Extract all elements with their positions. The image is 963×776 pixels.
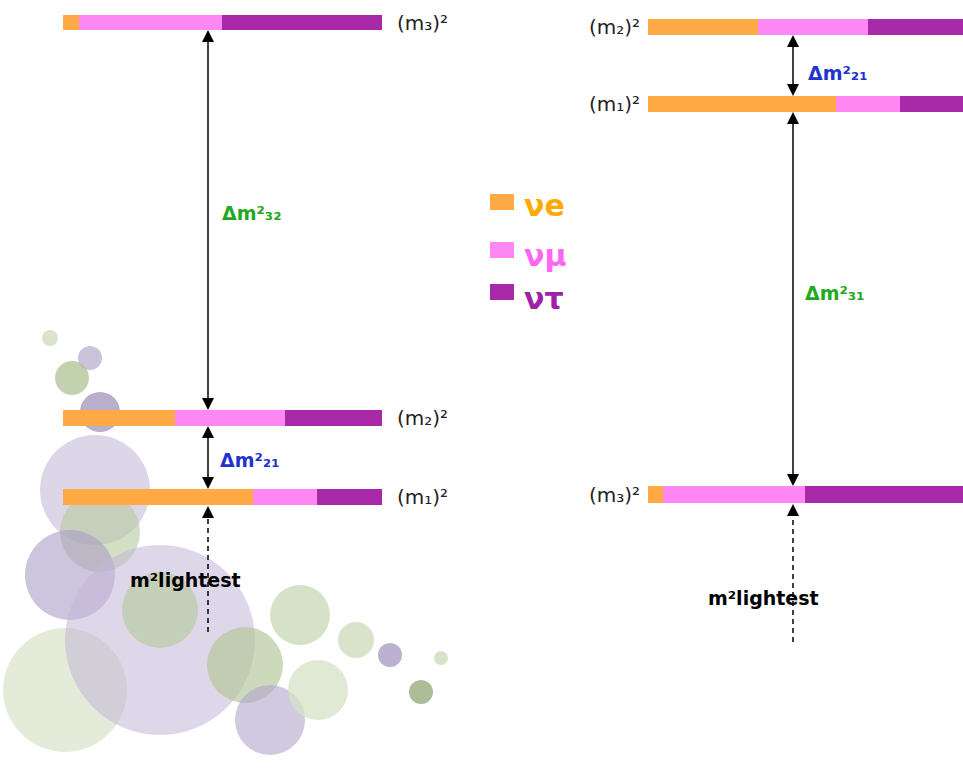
- mass-level-bar: (m₃)²: [648, 486, 963, 503]
- arrow-line: [207, 40, 209, 400]
- legend-swatch: [490, 194, 514, 210]
- legend-label: νμ: [524, 238, 567, 273]
- flavour-segment: [222, 15, 382, 30]
- arrow-head: [787, 474, 799, 486]
- mass-label: (m₂)²: [397, 406, 448, 430]
- flavour-segment: [663, 486, 805, 503]
- flavour-segment: [648, 486, 663, 503]
- lightest-mass-label: m²lightest: [708, 587, 819, 609]
- mass-level-bar: (m₂)²: [63, 410, 382, 426]
- arrow-head: [202, 477, 214, 489]
- flavour-segment: [253, 489, 317, 505]
- arrow-head: [787, 504, 799, 516]
- bubble: [378, 643, 402, 667]
- flavour-segment: [900, 96, 963, 112]
- arrow-line: [207, 436, 209, 479]
- flavour-segment: [63, 489, 253, 505]
- legend-label: ντ: [524, 281, 564, 316]
- bubble: [409, 680, 433, 704]
- mass-label: (m₂)²: [589, 15, 640, 39]
- legend-label: νe: [524, 188, 565, 223]
- mass-level-bar: (m₂)²: [648, 19, 963, 35]
- flavour-segment: [285, 410, 382, 426]
- mass-label: (m₁)²: [397, 485, 448, 509]
- lightest-mass-label: m²lightest: [130, 569, 241, 591]
- mass-splitting-arrow: [202, 426, 214, 489]
- lightest-arrows: [202, 504, 799, 642]
- flavour-segment: [836, 96, 900, 112]
- arrow-line: [792, 45, 794, 86]
- arrow-head: [202, 398, 214, 410]
- splitting-label: Δm²₃₁: [805, 282, 864, 304]
- dashed-line: [792, 510, 794, 642]
- arrow-head: [787, 84, 799, 96]
- flavour-segment: [317, 489, 382, 505]
- arrow-head: [202, 30, 214, 42]
- splitting-label: Δm²₂₁: [808, 62, 867, 84]
- bubble: [55, 361, 89, 395]
- mass-splitting-arrow: [787, 112, 799, 486]
- bubble-group: [3, 330, 448, 755]
- bubble: [270, 585, 330, 645]
- legend-swatch: [490, 284, 514, 300]
- mass-level-bar: (m₁)²: [63, 489, 382, 505]
- arrow-head: [787, 35, 799, 47]
- bubble: [42, 330, 58, 346]
- arrow-line: [792, 122, 794, 476]
- flavour-segment: [63, 410, 175, 426]
- mass-label: (m₃)²: [589, 483, 640, 507]
- bubble: [338, 622, 374, 658]
- bubble: [434, 651, 448, 665]
- flavour-segment: [175, 410, 285, 426]
- mass-splitting-arrow: [202, 30, 214, 410]
- mass-label: (m₁)²: [589, 92, 640, 116]
- flavour-segment: [79, 15, 222, 30]
- flavour-segment: [648, 96, 836, 112]
- mass-splitting-arrow: [787, 35, 799, 96]
- flavour-segment: [648, 19, 758, 35]
- flavour-segment: [758, 19, 868, 35]
- flavour-segment: [868, 19, 963, 35]
- mass-label: (m₃)²: [397, 11, 448, 35]
- splitting-label: Δm²₃₂: [222, 202, 281, 224]
- splitting-label: Δm²₂₁: [220, 449, 279, 471]
- flavour-segment: [805, 486, 963, 503]
- arrow-head: [202, 506, 214, 518]
- mass-level-bar: (m₁)²: [648, 96, 963, 112]
- bubble: [288, 660, 348, 720]
- arrow-head: [202, 426, 214, 438]
- mass-level-bar: (m₃)²: [63, 15, 382, 30]
- legend-swatch: [490, 242, 514, 258]
- flavour-segment: [63, 15, 79, 30]
- arrow-head: [787, 112, 799, 124]
